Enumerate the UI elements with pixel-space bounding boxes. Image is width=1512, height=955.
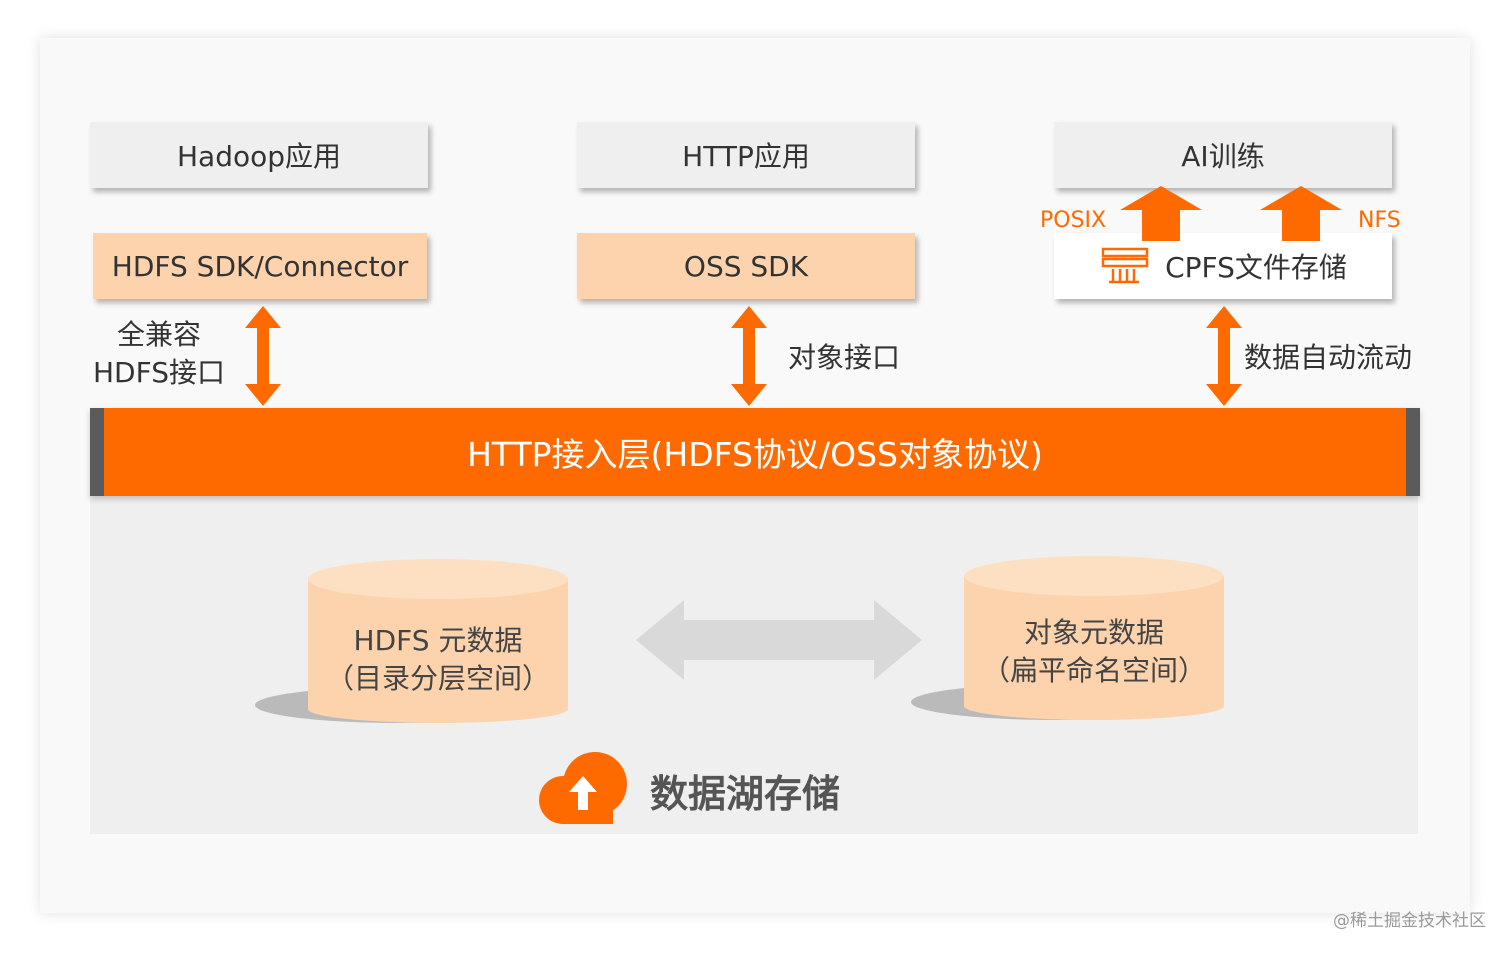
http-access-layer-label: HTTP接入层(HDFS协议/OSS对象协议) bbox=[467, 435, 1043, 474]
hdfs-metadata-text: HDFS 元数据 （目录分层空间） bbox=[308, 622, 568, 698]
nfs-label: NFS bbox=[1358, 208, 1401, 233]
hdfs-link-line2: HDFS接口 bbox=[93, 356, 226, 389]
http-app-label: HTTP应用 bbox=[682, 140, 810, 173]
oss-double-arrow bbox=[731, 306, 767, 406]
hdfs-sdk-box: HDFS SDK/Connector bbox=[93, 233, 427, 299]
cpfs-link-label: 数据自动流动 bbox=[1244, 341, 1413, 374]
oss-link-label: 对象接口 bbox=[788, 341, 901, 374]
posix-label: POSIX bbox=[1040, 208, 1107, 233]
ai-training-box: AI训练 bbox=[1054, 122, 1392, 188]
oss-sdk-box: OSS SDK bbox=[577, 233, 915, 299]
ai-training-label: AI训练 bbox=[1181, 140, 1265, 173]
cpfs-box: CPFS文件存储 bbox=[1054, 233, 1392, 299]
hdfs-link-label: 全兼容 HDFS接口 bbox=[93, 316, 225, 392]
data-lake-title: 数据湖存储 bbox=[650, 772, 841, 816]
hadoop-app-label: Hadoop应用 bbox=[176, 140, 342, 173]
watermark: @稀土掘金技术社区 bbox=[1333, 911, 1486, 931]
metadata-sync-arrow bbox=[636, 600, 922, 680]
object-metadata-text: 对象元数据 （扁平命名空间） bbox=[964, 614, 1224, 690]
hdfs-link-line1: 全兼容 bbox=[117, 318, 202, 351]
hdfs-metadata-title: HDFS 元数据 bbox=[353, 624, 523, 657]
http-access-layer: HTTP接入层(HDFS协议/OSS对象协议) bbox=[90, 408, 1420, 496]
cloud-upload-icon bbox=[539, 752, 627, 824]
oss-sdk-label: OSS SDK bbox=[683, 249, 809, 283]
http-app-box: HTTP应用 bbox=[577, 122, 915, 188]
object-metadata-subtitle: （扁平命名空间） bbox=[981, 654, 1206, 687]
posix-up-arrow bbox=[1120, 186, 1202, 241]
nfs-up-arrow bbox=[1260, 186, 1342, 241]
hdfs-sdk-label: HDFS SDK/Connector bbox=[111, 249, 409, 283]
object-metadata-title: 对象元数据 bbox=[1023, 616, 1164, 649]
cpfs-icon bbox=[1101, 247, 1149, 284]
hdfs-double-arrow bbox=[245, 306, 281, 406]
cpfs-double-arrow bbox=[1206, 306, 1242, 406]
object-metadata-cylinder bbox=[911, 556, 1224, 720]
hdfs-metadata-cylinder bbox=[255, 559, 568, 723]
cpfs-label: CPFS文件存储 bbox=[1165, 251, 1347, 284]
hdfs-metadata-subtitle: （目录分层空间） bbox=[325, 662, 550, 695]
hadoop-app-box: Hadoop应用 bbox=[90, 122, 428, 188]
